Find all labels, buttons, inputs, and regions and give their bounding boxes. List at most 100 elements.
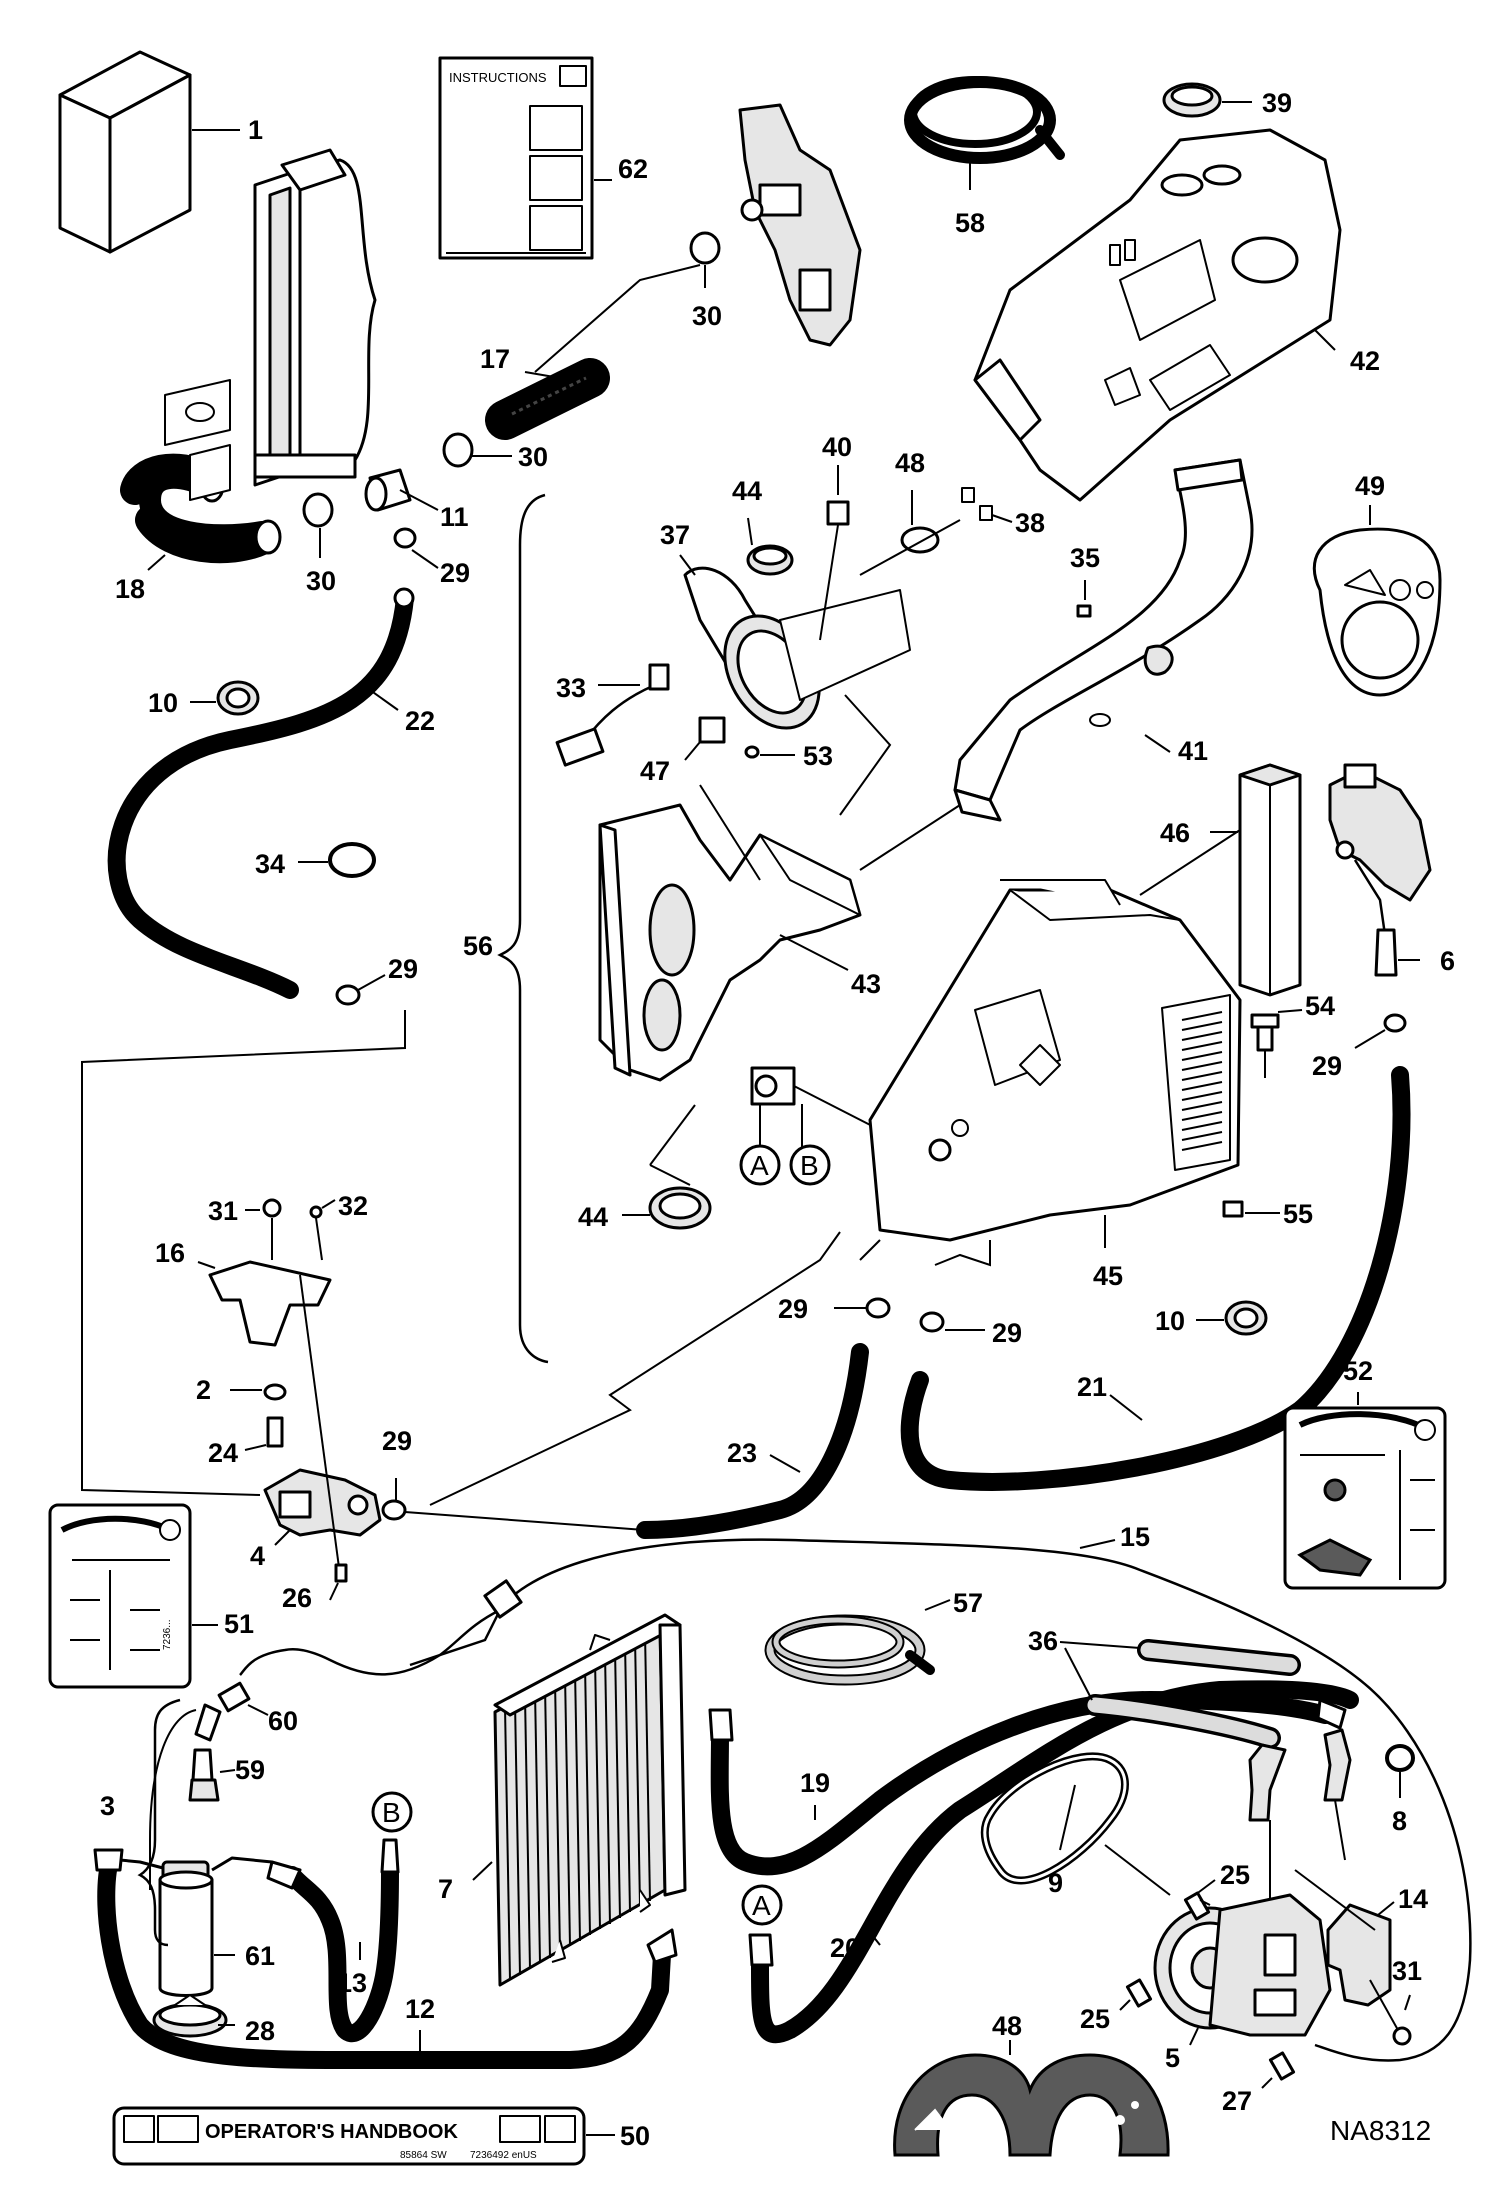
callout-29b: 29 <box>1312 1051 1342 1081</box>
callout-22: 22 <box>405 706 435 736</box>
callout-58: 58 <box>955 208 985 238</box>
connector-15 <box>483 1579 523 1619</box>
hose-17 <box>485 358 610 440</box>
callout-47: 47 <box>640 756 670 786</box>
callout-51: 51 <box>224 1609 254 1639</box>
clamp-29-right <box>1383 1013 1407 1033</box>
svg-text:B: B <box>800 1150 819 1181</box>
callout-38: 38 <box>1015 508 1045 538</box>
callout-6: 6 <box>1440 946 1455 976</box>
resistor-40 <box>826 500 850 526</box>
wire-harness-15 <box>498 1538 1472 2062</box>
callout-48a: 48 <box>895 448 925 478</box>
callout-4: 4 <box>250 1541 265 1571</box>
callout-17: 17 <box>480 344 510 374</box>
switch-59 <box>188 1778 220 1802</box>
callout-3: 3 <box>100 1791 115 1821</box>
callout-59: 59 <box>235 1755 265 1785</box>
part-47 <box>698 716 726 744</box>
callout-29a: 29 <box>440 558 470 588</box>
callout-36: 36 <box>1028 1626 1058 1656</box>
clip-55 <box>1222 1200 1244 1218</box>
callout-31a: 31 <box>208 1196 238 1226</box>
fitting-compressor-b <box>1323 1728 1352 1802</box>
callout-52: 52 <box>1343 1356 1373 1386</box>
hvac-box-45 <box>868 879 1242 1242</box>
callout-11: 11 <box>440 502 469 532</box>
part-box <box>58 50 192 254</box>
screw-32 <box>309 1205 323 1219</box>
heater-core <box>253 148 377 487</box>
callout-23: 23 <box>727 1438 757 1468</box>
callout-19: 19 <box>800 1768 830 1798</box>
callout-56: 56 <box>463 931 493 961</box>
callout-15: 15 <box>1120 1522 1150 1552</box>
callout-7: 7 <box>438 1874 453 1904</box>
clamp-29-valve <box>381 1499 407 1521</box>
callout-34: 34 <box>255 849 285 879</box>
callout-18: 18 <box>115 574 145 604</box>
housing-43 <box>598 803 862 1082</box>
svg-text:7236...: 7236... <box>162 1619 173 1650</box>
callout-40: 40 <box>822 432 852 462</box>
bracket-16 <box>208 1217 332 1347</box>
hose-20 <box>751 1680 1359 2044</box>
callout-27: 27 <box>1222 2086 1252 2116</box>
clamp-29-left <box>335 984 361 1006</box>
callout-41: 41 <box>1178 736 1208 766</box>
callout-61: 61 <box>245 1941 275 1971</box>
screw-53 <box>744 745 760 759</box>
callout-8: 8 <box>1392 1806 1407 1836</box>
clamp-30-left <box>302 492 334 528</box>
clamp-29-box-left <box>865 1297 891 1319</box>
callout-29f: 29 <box>382 1426 412 1456</box>
svg-text:A: A <box>752 1890 771 1921</box>
bolt-25-bottom <box>1125 1978 1153 2008</box>
callout-14: 14 <box>1398 1884 1428 1914</box>
decal-51: 7236... <box>48 1503 192 1689</box>
washer-2 <box>263 1383 287 1401</box>
clamp-8 <box>1385 1744 1415 1772</box>
callout-33: 33 <box>556 673 586 703</box>
instructions-label: INSTRUCTIONS <box>449 70 547 85</box>
callout-2: 2 <box>196 1375 211 1405</box>
callout-29d: 29 <box>992 1318 1022 1348</box>
callout-26: 26 <box>282 1583 312 1613</box>
connector-b-bottom <box>371 1791 413 1833</box>
callout-39: 39 <box>1262 88 1292 118</box>
coiled-hose-58 <box>904 76 1065 164</box>
hose-19 <box>710 1691 1334 1876</box>
callout-25a: 25 <box>1220 1860 1250 1890</box>
svg-text:B: B <box>382 1797 401 1828</box>
connector-60 <box>217 1681 251 1713</box>
callout-31b: 31 <box>1392 1956 1422 1986</box>
nut-31-left <box>262 1198 282 1218</box>
callout-12: 12 <box>405 1994 435 2024</box>
water-valve-top <box>738 103 862 347</box>
callout-30a: 30 <box>306 566 336 596</box>
connector-a-bottom <box>741 1884 783 1926</box>
hose-13 <box>283 1861 399 2043</box>
clamp-30-mid <box>442 432 474 468</box>
callout-43: 43 <box>851 969 881 999</box>
handbook-label: OPERATOR'S HANDBOOK <box>205 2121 458 2143</box>
callout-37: 37 <box>660 520 690 550</box>
callout-44b: 44 <box>578 1202 608 1232</box>
callout-10b: 10 <box>1155 1306 1185 1336</box>
callout-48b: 48 <box>992 2011 1022 2041</box>
clips-38 <box>961 487 993 521</box>
hose-22 <box>107 589 414 999</box>
switch-33 <box>555 663 670 767</box>
receiver-drier-61 <box>119 1856 273 1997</box>
callout-44a: 44 <box>732 476 762 506</box>
clamp-34 <box>328 842 376 878</box>
bolt-24 <box>266 1416 284 1448</box>
callout-25b: 25 <box>1080 2004 1110 2034</box>
svg-text:85864 SW: 85864 SW <box>400 2150 447 2161</box>
decal-48-bottom <box>893 2053 1170 2157</box>
clamp-29-box-right <box>919 1311 945 1333</box>
callout-50: 50 <box>620 2121 650 2151</box>
screw-26 <box>334 1563 348 1583</box>
bracket-28 <box>152 1994 228 2038</box>
